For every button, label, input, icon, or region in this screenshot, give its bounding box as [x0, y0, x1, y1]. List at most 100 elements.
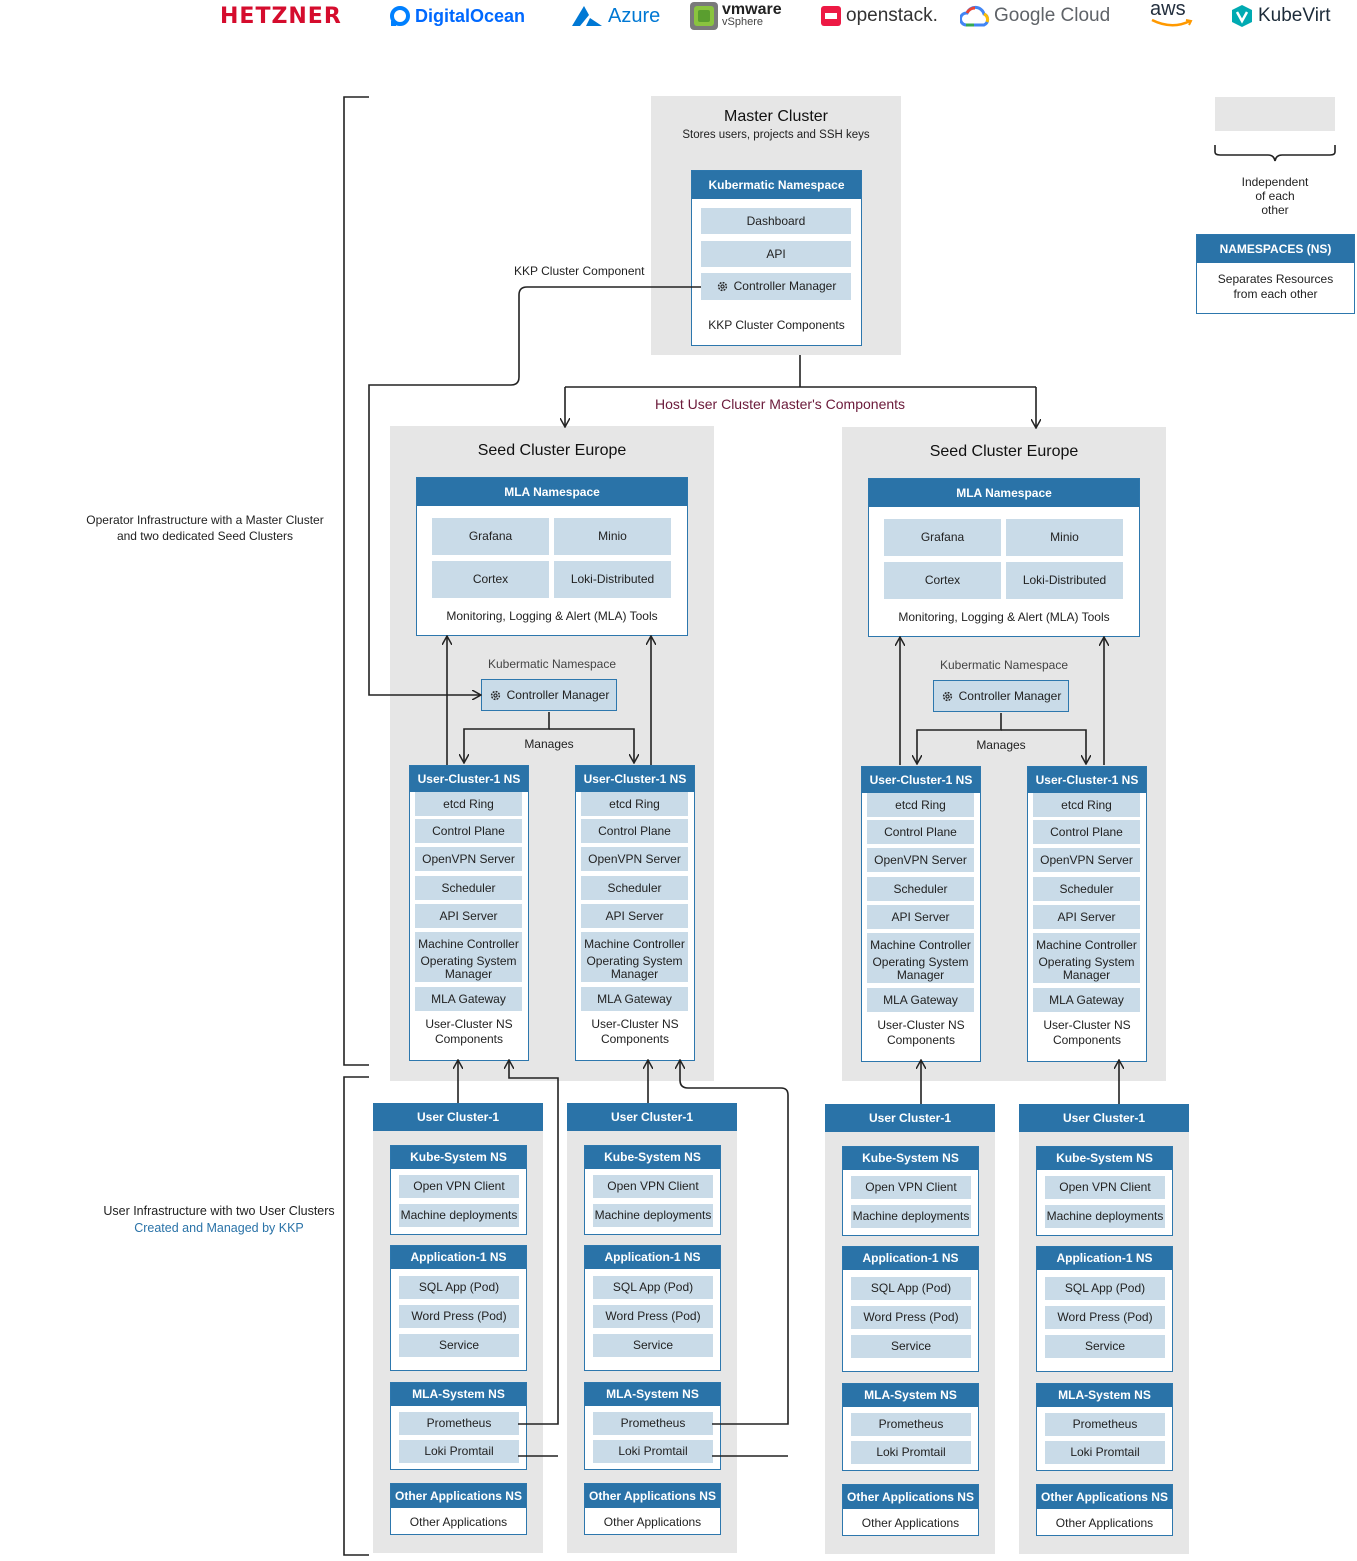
mla-system-namespace-item: Loki Promtail: [399, 1440, 519, 1463]
mla-namespace: MLA Namespace: [868, 478, 1140, 637]
mla-footer: Monitoring, Logging & Alert (MLA) Tools: [446, 609, 658, 623]
user-cluster-component: MLA Gateway: [581, 987, 688, 1011]
user-cluster-title: User Cluster-1: [373, 1103, 543, 1131]
legend-cluster-swatch: [1215, 97, 1335, 131]
kube-system-namespace-item: Machine deployments: [593, 1204, 713, 1227]
user-cluster-title: User Cluster-1: [1019, 1104, 1189, 1132]
mla-tool: Loki-Distributed: [554, 561, 671, 598]
user-cluster-component: Machine Controller: [415, 932, 522, 956]
master-footer: KKP Cluster Components: [708, 318, 845, 332]
application-namespace-item: Word Press (Pod): [851, 1306, 971, 1329]
user-cluster-component: API Server: [581, 904, 688, 928]
vmware-logo: vmware vSphere: [690, 0, 782, 32]
user-bracket: [343, 1076, 369, 1556]
user-cluster-component: Control Plane: [415, 819, 522, 843]
user-cluster-component: MLA Gateway: [415, 987, 522, 1011]
seed-kubermatic-namespace-label: Kubermatic Namespace: [939, 658, 1069, 672]
application-namespace-item: SQL App (Pod): [851, 1277, 971, 1300]
mla-system-namespace-item: Loki Promtail: [851, 1441, 971, 1464]
kube-system-namespace-item: Open VPN Client: [593, 1175, 713, 1198]
application-namespace-item: SQL App (Pod): [593, 1276, 713, 1299]
user-cluster-component: Scheduler: [867, 877, 974, 901]
manages-label: Manages: [976, 738, 1026, 752]
kube-system-namespace-item: Machine deployments: [399, 1204, 519, 1227]
user-cluster-title: User Cluster-1: [825, 1104, 995, 1132]
legend-independent-label: Independent of each other: [1241, 175, 1309, 217]
user-cluster-component: OpenVPN Server: [867, 848, 974, 872]
application-namespace-item: Service: [851, 1335, 971, 1358]
kubevirt-icon: [1232, 5, 1252, 27]
mla-tool: Loki-Distributed: [1006, 562, 1123, 599]
application-namespace-item: Word Press (Pod): [593, 1305, 713, 1328]
user-cluster-ns-footer: User-Cluster NS Components: [591, 1017, 679, 1046]
user-cluster-component: Operating System Manager: [867, 955, 974, 983]
seed-kubermatic-namespace-label: Kubermatic Namespace: [487, 657, 617, 671]
kube-system-namespace-item: Open VPN Client: [1045, 1176, 1165, 1199]
master-api: API: [701, 241, 851, 267]
legend-namespace-box: NAMESPACES (NS) Separates Resources from…: [1196, 234, 1355, 314]
mla-tool: Minio: [554, 518, 671, 555]
digitalocean-icon: [390, 6, 410, 26]
application-namespace-item: Word Press (Pod): [399, 1305, 519, 1328]
mla-system-namespace-item: Loki Promtail: [1045, 1441, 1165, 1464]
host-components-label: Host User Cluster Master's Components: [654, 396, 906, 412]
kube-system-namespace-item: Machine deployments: [1045, 1205, 1165, 1228]
openstack-icon: [821, 6, 841, 26]
user-cluster-component: API Server: [1033, 905, 1140, 929]
user-cluster-component: Scheduler: [1033, 877, 1140, 901]
google-cloud-icon: [960, 5, 990, 27]
gear-icon: [942, 691, 952, 701]
manages-label: Manages: [524, 737, 574, 751]
user-cluster-component: OpenVPN Server: [581, 847, 688, 871]
user-cluster-component: etcd Ring: [415, 792, 522, 816]
user-cluster-component: Machine Controller: [581, 932, 688, 956]
azure-icon: [572, 6, 602, 26]
other-applications-namespace: Other Applications NS Other Applications: [584, 1483, 721, 1535]
user-cluster-component: API Server: [867, 905, 974, 929]
user-cluster-component: etcd Ring: [581, 792, 688, 816]
user-cluster-component: Operating System Manager: [581, 954, 688, 982]
user-cluster-component: etcd Ring: [1033, 793, 1140, 817]
other-applications-namespace: Other Applications NS Other Applications: [1036, 1484, 1173, 1536]
kube-system-namespace-item: Machine deployments: [851, 1205, 971, 1228]
mla-system-namespace-item: Loki Promtail: [593, 1440, 713, 1463]
seed-controller-manager: Controller Manager: [933, 680, 1069, 712]
user-cluster-ns-footer: User-Cluster NS Components: [425, 1017, 513, 1046]
user-cluster-component: OpenVPN Server: [1033, 848, 1140, 872]
operator-bracket: [343, 96, 369, 1066]
digitalocean-logo: DigitalOcean: [389, 0, 525, 32]
mla-tool: Minio: [1006, 519, 1123, 556]
kube-system-namespace-item: Open VPN Client: [399, 1175, 519, 1198]
user-cluster-component: Control Plane: [867, 820, 974, 844]
gear-icon: [490, 690, 500, 700]
other-applications-namespace: Other Applications NS Other Applications: [390, 1483, 527, 1535]
operator-infrastructure-label: Operator Infrastructure with a Master Cl…: [86, 513, 324, 543]
master-controller-manager: Controller Manager: [701, 273, 851, 300]
user-cluster-component: MLA Gateway: [1033, 988, 1140, 1012]
mla-tool: Cortex: [884, 562, 1001, 599]
user-infrastructure-label: User Infrastructure with two User Cluste…: [88, 1203, 350, 1237]
legend-brace: [1214, 145, 1336, 162]
created-managed-link: Created and Managed by KKP: [134, 1221, 304, 1235]
kube-system-namespace-item: Open VPN Client: [851, 1176, 971, 1199]
user-cluster-component: Operating System Manager: [1033, 955, 1140, 983]
mla-tool: Grafana: [884, 519, 1001, 556]
azure-logo: Azure: [570, 0, 660, 32]
mla-system-namespace-item: Prometheus: [399, 1412, 519, 1435]
aws-logo: aws: [1150, 0, 1194, 32]
openstack-logo: openstack.: [820, 0, 938, 32]
user-cluster-title: User Cluster-1: [567, 1103, 737, 1131]
application-namespace-item: Service: [1045, 1335, 1165, 1358]
user-cluster-component: Operating System Manager: [415, 954, 522, 982]
aws-smile-icon: [1151, 18, 1193, 27]
mla-system-namespace-item: Prometheus: [1045, 1413, 1165, 1436]
kkp-cluster-component-label: KKP Cluster Component: [514, 264, 645, 278]
user-cluster-component: Machine Controller: [867, 933, 974, 957]
other-applications-namespace: Other Applications NS Other Applications: [842, 1484, 979, 1536]
application-namespace-item: Service: [399, 1334, 519, 1357]
master-dashboard: Dashboard: [701, 208, 851, 234]
user-cluster-component: Control Plane: [581, 819, 688, 843]
gear-icon: [717, 281, 727, 292]
user-cluster-component: Control Plane: [1033, 820, 1140, 844]
user-cluster-ns-footer: User-Cluster NS Components: [877, 1018, 965, 1047]
